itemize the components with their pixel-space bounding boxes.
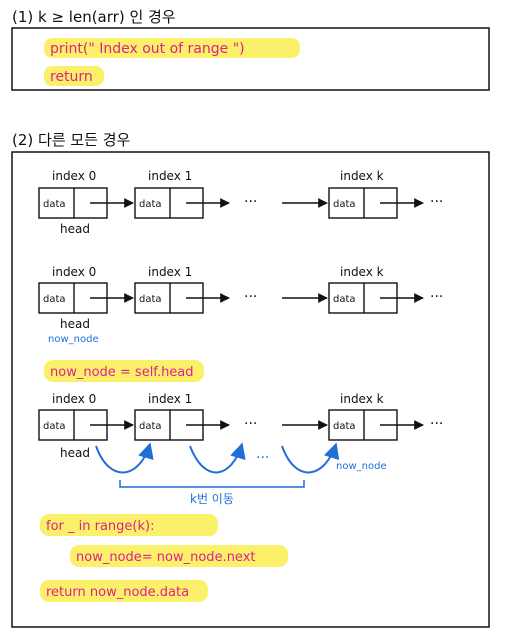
code-return-data-line: return now_node.data — [46, 585, 189, 600]
node-index-label: index 1 — [148, 392, 192, 406]
traversal-arrow — [281, 442, 340, 474]
highlight — [40, 580, 208, 602]
move-bracket — [119, 480, 305, 488]
traversal-arrow — [95, 442, 154, 474]
ellipsis: ··· — [430, 416, 443, 432]
ellipsis: ··· — [244, 416, 257, 432]
node-index-label: index k — [340, 392, 384, 406]
node-index-label: index 1 — [148, 169, 192, 183]
highlight — [44, 360, 204, 382]
node-index-label: index 0 — [52, 265, 96, 279]
node-data-cell: data — [333, 199, 356, 210]
traversal-ellipsis: ··· — [256, 450, 269, 466]
code-for-line: for _ in range(k): — [46, 519, 154, 534]
highlight — [44, 66, 104, 86]
node-data-cell: data — [139, 199, 162, 210]
head-label: head — [60, 222, 90, 236]
section2-box — [11, 151, 490, 628]
linked-list-row-3: index 0 index 1 index k data data ··· da… — [38, 392, 443, 506]
ellipsis: ··· — [430, 194, 443, 210]
node-data-cell: data — [139, 294, 162, 305]
node-data-cell: data — [43, 421, 66, 432]
node-index-label: index k — [340, 265, 384, 279]
node-index-label: index 0 — [52, 169, 96, 183]
node-index-label: index k — [340, 169, 384, 183]
highlight — [70, 545, 288, 567]
move-count-label: k번 이동 — [190, 492, 234, 506]
now-node-target-label: now_node — [336, 461, 387, 472]
linked-list-row-2: index 0 index 1 index k data data ··· da… — [38, 265, 443, 345]
section1-box — [11, 27, 490, 91]
node-data-cell: data — [43, 199, 66, 210]
ellipsis: ··· — [430, 289, 443, 305]
head-label: head — [60, 317, 90, 331]
linked-list-row-1: index 0 index 1 index k data data ··· da… — [38, 169, 443, 236]
node-data-cell: data — [139, 421, 162, 432]
traversal-arrow — [189, 442, 246, 474]
node-index-label: index 1 — [148, 265, 192, 279]
code-return-line: return — [50, 69, 93, 85]
section1-heading: (1) k ≥ len(arr) 인 경우 — [12, 8, 176, 26]
code-assign-line: now_node = self.head — [50, 365, 194, 380]
ellipsis: ··· — [244, 289, 257, 305]
node-data-cell: data — [333, 421, 356, 432]
code-print-line: print(" Index out of range ") — [50, 41, 245, 57]
section2-heading: (2) 다른 모든 경우 — [12, 131, 131, 149]
highlight — [40, 514, 218, 536]
node-data-cell: data — [333, 294, 356, 305]
now-node-annotation: now_node — [48, 334, 99, 345]
ellipsis: ··· — [244, 194, 257, 210]
highlight — [44, 38, 300, 58]
node-index-label: index 0 — [52, 392, 96, 406]
node-data-cell: data — [43, 294, 66, 305]
code-next-line: now_node= now_node.next — [76, 550, 256, 565]
head-label: head — [60, 446, 90, 460]
